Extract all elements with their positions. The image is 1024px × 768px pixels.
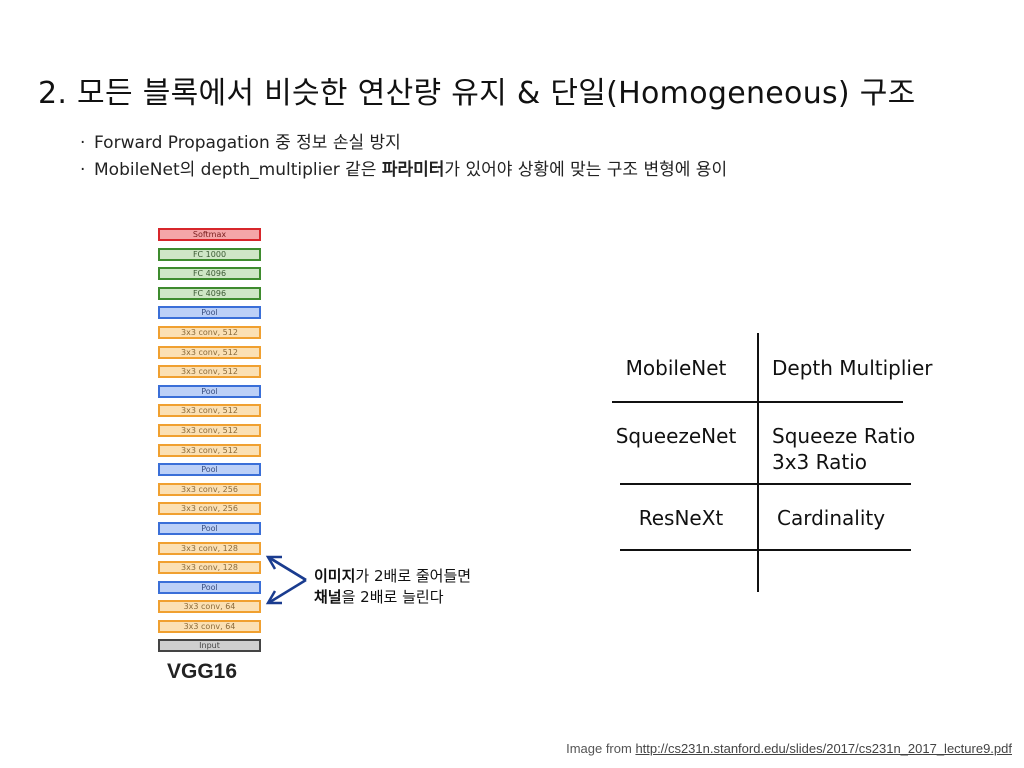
vgg-layer-conv: 3x3 conv, 512 — [158, 404, 261, 418]
vgg-layer-conv: 3x3 conv, 128 — [158, 541, 261, 555]
vgg-layer-conv: 3x3 conv, 512 — [158, 325, 261, 339]
vgg-layer-conv: 3x3 conv, 512 — [158, 345, 261, 359]
vgg-layer-pool: Pool — [158, 521, 261, 535]
table-model-resnext: ResNeXt — [638, 506, 724, 530]
note-bold-image: 이미지 — [314, 567, 356, 585]
channel-doubling-note: 이미지가 2배로 줄어들면 채널을 2배로 늘린다 — [314, 566, 471, 608]
vgg-layer-pool: Pool — [158, 463, 261, 477]
table-model-mobilenet: MobileNet — [625, 356, 727, 380]
vgg-layer-conv: 3x3 conv, 128 — [158, 561, 261, 575]
vgg-layer-conv: 3x3 conv, 256 — [158, 502, 261, 516]
vgg-layer-conv: 3x3 conv, 64 — [158, 600, 261, 614]
bullet-marker: · — [80, 160, 86, 180]
vgg-layer-conv: 3x3 conv, 512 — [158, 365, 261, 379]
vgg-layer-pool: Pool — [158, 580, 261, 594]
table-param-squeezenet-2: 3x3 Ratio — [772, 450, 867, 474]
slide-title: 2. 모든 블록에서 비슷한 연산량 유지 & 단일(Homogeneous) … — [38, 76, 916, 111]
table-param-mobilenet: Depth Multiplier — [772, 356, 933, 380]
bullet-bold-text: 파라미터 — [381, 160, 445, 180]
arrow-upper-shaft — [269, 556, 307, 582]
caption-prefix: Image from — [566, 741, 636, 756]
bullet-text: MobileNet의 depth_multiplier 같은 — [94, 160, 382, 180]
vgg-layer-input: Input — [158, 639, 261, 653]
vgg-layer-pool: Pool — [158, 384, 261, 398]
vgg-layer-softmax: Softmax — [158, 228, 261, 241]
vgg16-label: VGG16 — [167, 660, 238, 683]
note-text-1: 가 2배로 줄어들면 — [355, 567, 472, 585]
note-bold-channel: 채널 — [314, 588, 342, 606]
arrow-lower-shaft — [269, 578, 307, 604]
vgg-layer-fc: FC 4096 — [158, 286, 261, 300]
caption-link[interactable]: http://cs231n.stanford.edu/slides/2017/c… — [635, 741, 1012, 756]
bullet-text: Forward Propagation 중 정보 손실 방지 — [94, 133, 401, 153]
table-param-resnext: Cardinality — [777, 506, 886, 530]
vgg-layer-conv: 3x3 conv, 512 — [158, 423, 261, 437]
bullet-list: · Forward Propagation 중 정보 손실 방지 · MobileN… — [80, 130, 727, 184]
table-param-squeezenet-1: Squeeze Ratio — [772, 424, 916, 448]
vgg-layer-conv: 3x3 conv, 64 — [158, 619, 261, 633]
vgg-layer-fc: FC 1000 — [158, 247, 261, 261]
table-model-squeezenet: SqueezeNet — [615, 424, 737, 448]
vgg-layer-conv: 3x3 conv, 512 — [158, 443, 261, 457]
arrow-lower-head — [265, 590, 282, 605]
vgg-layer-fc: FC 4096 — [158, 267, 261, 281]
bullet-item-mobilenet: · MobileNet의 depth_multiplier 같은 파라미터가 있어… — [80, 157, 727, 184]
arrow-upper-head — [265, 555, 282, 570]
bullet-item-forward-propagation: · Forward Propagation 중 정보 손실 방지 — [80, 130, 727, 157]
note-text-2: 을 2배로 늘린다 — [341, 588, 444, 606]
vgg-layer-conv: 3x3 conv, 256 — [158, 482, 261, 496]
vgg-layer-pool: Pool — [158, 306, 261, 320]
bullet-text: 가 있어야 상황에 맞는 구조 변형에 용이 — [444, 160, 728, 180]
image-source-caption: Image from http://cs231n.stanford.edu/sl… — [566, 741, 1012, 756]
bullet-marker: · — [80, 133, 86, 153]
